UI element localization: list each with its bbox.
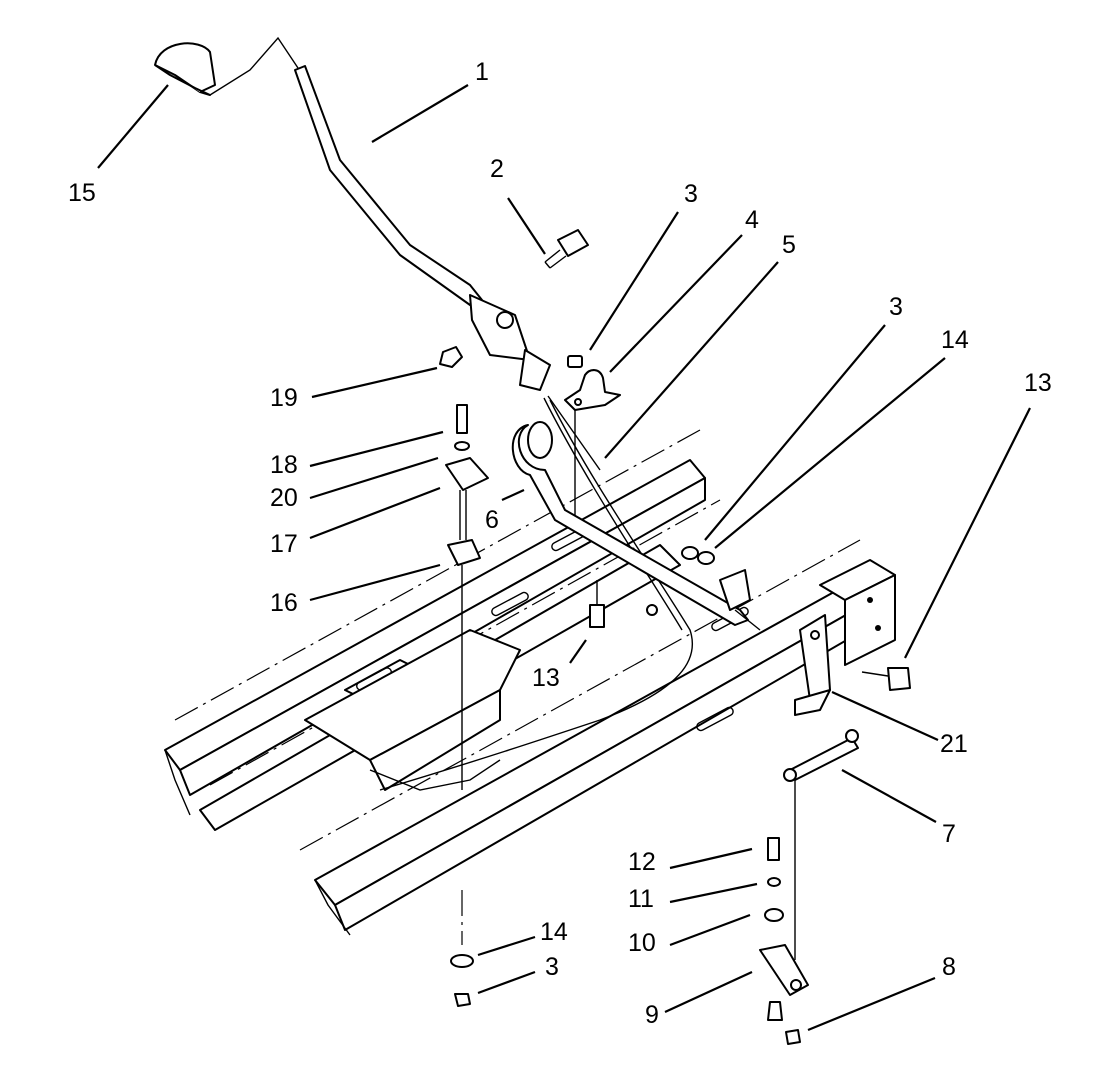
lever-knob <box>154 42 216 96</box>
frame-tube-end <box>819 559 896 666</box>
shift-lever <box>294 65 601 471</box>
cable-5 <box>379 399 694 791</box>
callout-8: 8 <box>942 953 956 981</box>
callout-10: 10 <box>628 929 656 957</box>
callout-13-middle: 13 <box>532 664 560 692</box>
bolt-13-right <box>861 667 911 691</box>
callout-17: 17 <box>270 530 298 558</box>
callout-3-bottom: 3 <box>545 953 559 981</box>
callout-18: 18 <box>270 451 298 479</box>
frame-rail-front <box>299 539 891 936</box>
rail-slots <box>491 526 749 732</box>
callout-4: 4 <box>745 206 759 234</box>
bracket-21 <box>719 569 831 716</box>
callout-numbers: 1 2 3 4 5 3 14 13 19 18 20 6 17 16 13 21… <box>68 58 1052 1029</box>
callout-20: 20 <box>270 484 298 512</box>
adjuster-rod-7 <box>783 729 859 960</box>
callout-14-top: 14 <box>941 326 969 354</box>
nut-19 <box>439 346 463 368</box>
callout-15: 15 <box>68 179 96 207</box>
stack-left <box>445 404 489 790</box>
shift-rod-6 <box>511 421 761 631</box>
leader-lines <box>97 84 1031 1032</box>
callout-11: 11 <box>628 885 654 913</box>
callout-21: 21 <box>940 730 968 758</box>
cable-5b <box>543 397 683 631</box>
callout-1: 1 <box>475 58 489 86</box>
nut-washer-3-14 <box>681 546 715 565</box>
callout-6: 6 <box>485 506 499 534</box>
clamp-4 <box>564 355 621 530</box>
callout-19: 19 <box>270 384 298 412</box>
callout-7: 7 <box>942 820 956 848</box>
bolt-2 <box>544 229 589 269</box>
callout-3-top: 3 <box>684 180 698 208</box>
rail-nut <box>646 604 658 616</box>
knob-leader <box>209 36 299 96</box>
callout-14-bottom: 14 <box>540 918 568 946</box>
stack-bottom-left <box>450 890 474 1007</box>
callout-16: 16 <box>270 589 298 617</box>
callout-9: 9 <box>645 1001 659 1029</box>
callout-3-right: 3 <box>889 293 903 321</box>
callout-2: 2 <box>490 155 504 183</box>
callout-12: 12 <box>628 848 656 876</box>
bolt-13-middle <box>589 580 605 628</box>
seat-plate <box>304 629 521 791</box>
callout-5: 5 <box>782 231 796 259</box>
callout-13-right: 13 <box>1024 369 1052 397</box>
stack-bottom-right <box>759 837 809 1045</box>
